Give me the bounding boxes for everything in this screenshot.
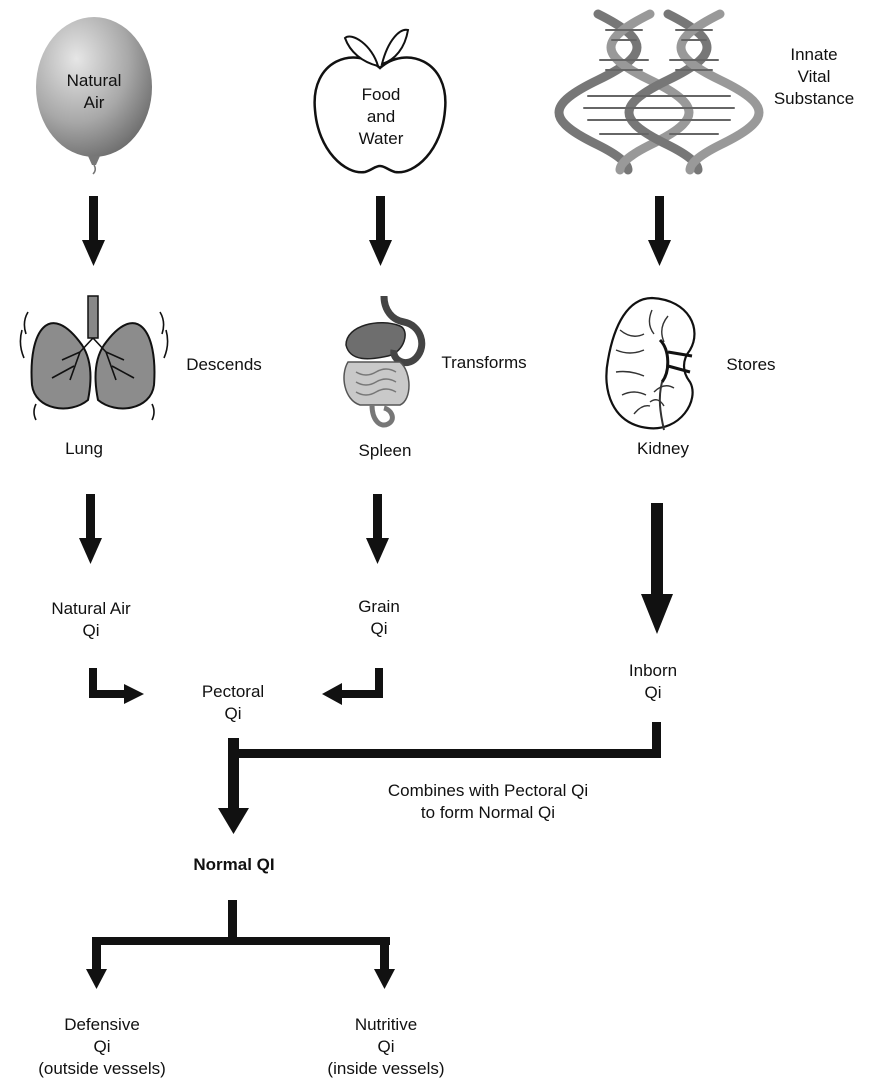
inborn-qi-label: Inborn Qi bbox=[628, 661, 678, 702]
nutritive-qi-label: Nutritive Qi (inside vessels) bbox=[327, 1015, 445, 1078]
combines-note: Combines with Pectoral Qi to form Normal… bbox=[387, 781, 589, 822]
arrow-down-lung-to-natural-air-qi bbox=[79, 494, 102, 564]
lung-action-label: Descends bbox=[186, 355, 262, 374]
innate-vital-substance-label: Innate Vital Substance bbox=[773, 45, 855, 108]
defensive-qi-label: Defensive Qi (outside vessels) bbox=[38, 1015, 166, 1078]
digestive-organs-icon bbox=[343, 295, 426, 428]
spleen-action-label: Transforms bbox=[441, 353, 527, 372]
balloon-icon bbox=[36, 17, 152, 175]
arrow-grain-qi-to-pectoral bbox=[322, 668, 383, 705]
spleen-label: Spleen bbox=[358, 441, 412, 460]
arrow-down-spleen-to-grain-qi bbox=[366, 494, 389, 564]
natural-air-qi-label: Natural Air Qi bbox=[51, 599, 131, 640]
pectoral-qi-label: Pectoral Qi bbox=[201, 682, 265, 723]
kidney-action-label: Stores bbox=[726, 355, 776, 374]
arrow-down-dna-to-kidney bbox=[648, 196, 671, 266]
arrow-down-balloon-to-lung bbox=[82, 196, 105, 266]
dna-icon bbox=[554, 9, 764, 175]
normal-qi-label: Normal QI bbox=[193, 855, 275, 874]
arrow-down-kidney-to-inborn-qi bbox=[641, 503, 673, 634]
food-water-source-label: Food and Water bbox=[358, 85, 404, 148]
apple-icon bbox=[313, 28, 447, 174]
natural-air-source-label: Natural Air bbox=[66, 71, 122, 112]
arrow-down-apple-to-spleen bbox=[369, 196, 392, 266]
arrows bbox=[79, 196, 673, 989]
kidney-icon bbox=[605, 296, 696, 431]
arrow-normal-qi-branches bbox=[86, 900, 395, 989]
kidney-label: Kidney bbox=[637, 439, 689, 458]
arrow-inborn-and-pectoral-to-normal-qi bbox=[218, 722, 661, 834]
lung-label: Lung bbox=[65, 439, 103, 458]
lungs-icon bbox=[19, 295, 169, 421]
arrow-natural-air-qi-to-pectoral bbox=[89, 668, 144, 704]
grain-qi-label: Grain Qi bbox=[358, 597, 400, 638]
